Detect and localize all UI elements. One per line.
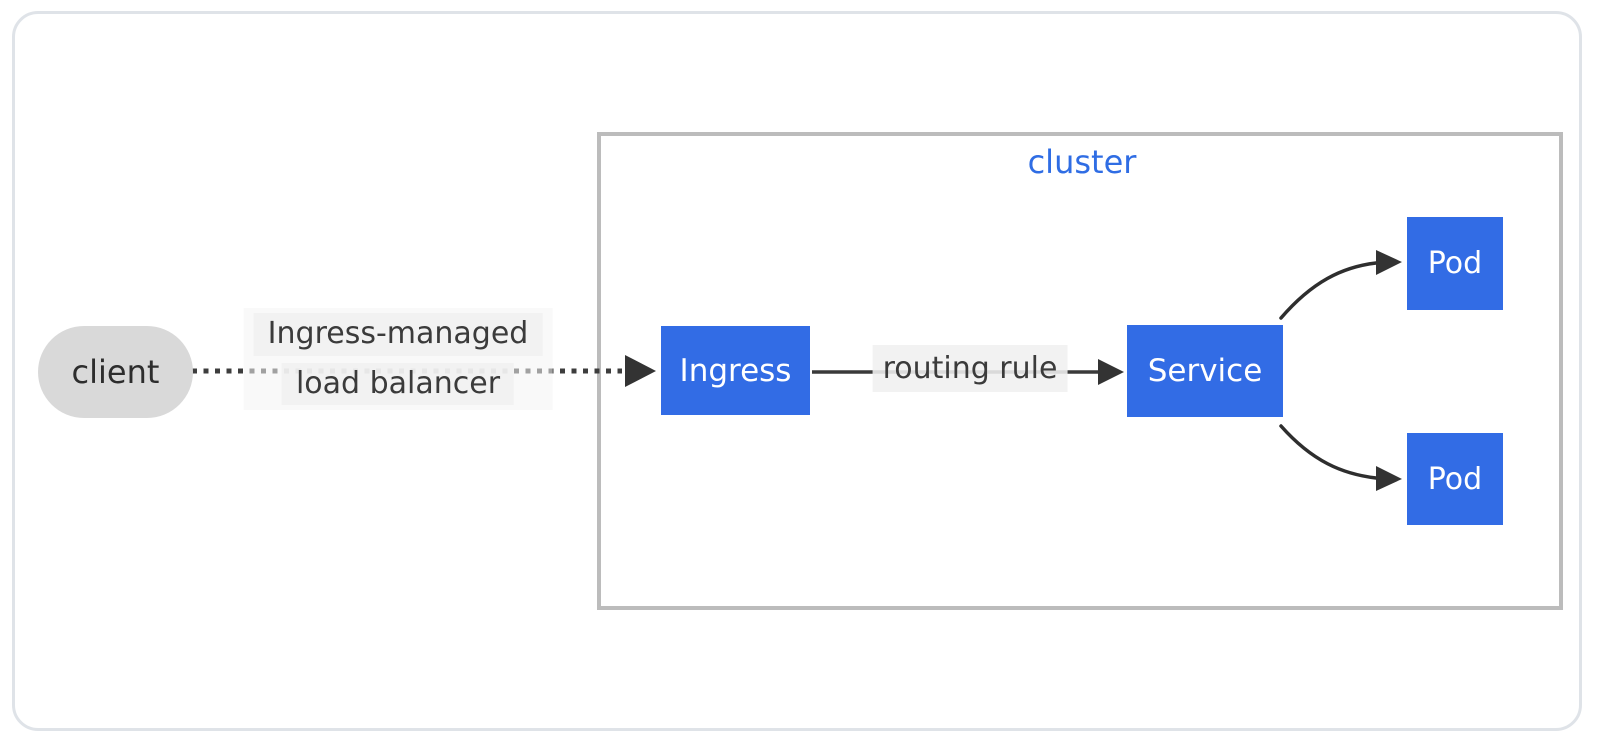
routing-rule-edge-label: routing rule: [872, 345, 1068, 392]
client-node: client: [38, 326, 193, 418]
client-node-label: client: [71, 353, 160, 391]
cluster-label: cluster: [1027, 143, 1137, 181]
load-balancer-edge-label: Ingress-managed load balancer: [243, 308, 553, 410]
ingress-node-label: Ingress: [679, 352, 792, 389]
pod-node-top: Pod: [1407, 217, 1503, 310]
service-node: Service: [1127, 325, 1283, 417]
pod-node-bottom-label: Pod: [1427, 461, 1483, 497]
load-balancer-edge-label-line1: Ingress-managed: [253, 313, 543, 356]
ingress-node: Ingress: [661, 326, 810, 415]
pod-node-top-label: Pod: [1427, 246, 1483, 281]
pod-node-bottom: Pod: [1407, 433, 1503, 525]
load-balancer-edge-label-line2: load balancer: [281, 362, 515, 405]
service-node-label: Service: [1147, 353, 1263, 389]
